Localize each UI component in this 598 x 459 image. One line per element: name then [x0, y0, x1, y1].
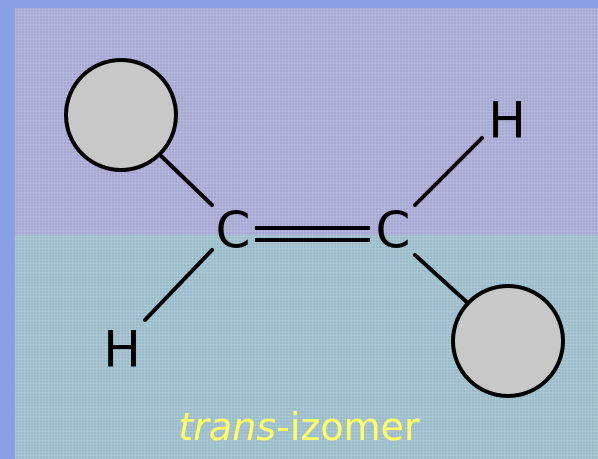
isomer-caption: trans-izomer [0, 405, 598, 449]
caption-suffix: -izomer [276, 405, 420, 449]
substituent-sphere-right [451, 284, 565, 398]
bond-hydrogen-right [413, 136, 484, 207]
atom-carbon-left: C [216, 202, 251, 260]
panel-top-band [15, 8, 598, 235]
atom-hydrogen-top-right: H [488, 92, 526, 150]
substituent-sphere-left [64, 58, 178, 172]
atom-hydrogen-bottom-left: H [103, 321, 141, 379]
atom-carbon-right: C [376, 202, 411, 260]
bond-hydrogen-left [143, 248, 214, 322]
bond-substituent-left [158, 153, 214, 207]
bond-substituent-right [413, 253, 472, 307]
caption-prefix: trans [178, 405, 277, 449]
